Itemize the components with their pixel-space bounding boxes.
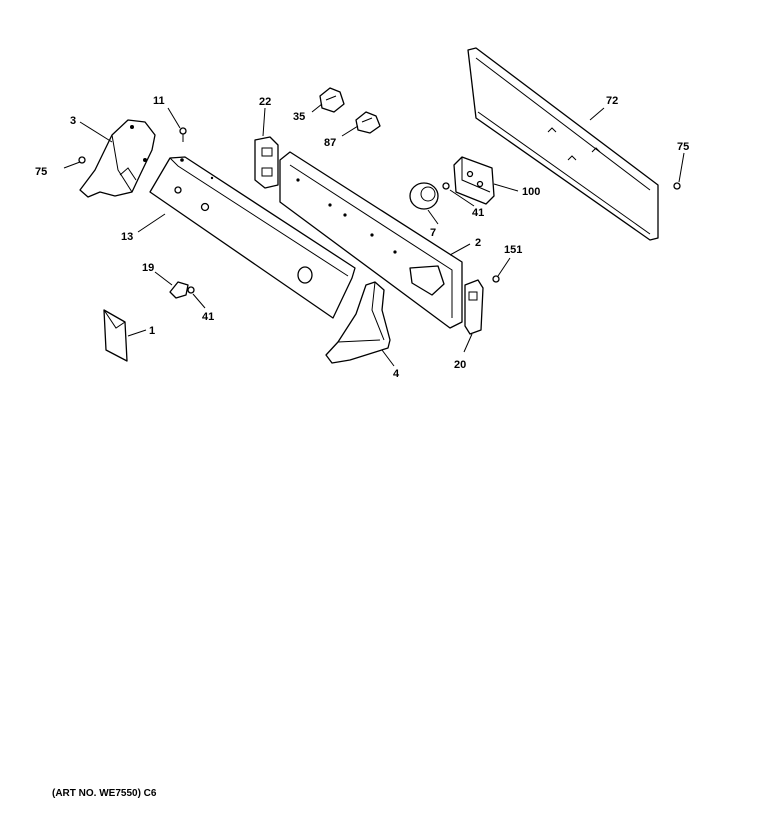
callout-75-left: 75 — [35, 166, 47, 178]
callout-22: 22 — [259, 96, 271, 108]
knob-7 — [409, 182, 439, 210]
callout-2: 2 — [475, 237, 481, 249]
leader-lines — [79, 103, 685, 367]
callout-75-right: 75 — [677, 141, 689, 153]
callout-4: 4 — [393, 368, 400, 380]
callout-35: 35 — [293, 111, 305, 123]
callout-11: 11 — [153, 95, 165, 107]
clip-35 — [319, 87, 345, 113]
screw-75-left — [63, 156, 86, 169]
control-panel-front — [149, 156, 356, 319]
callout-72: 72 — [606, 95, 618, 107]
screw-75-right — [673, 182, 681, 190]
knob-19 — [169, 281, 189, 299]
bracket-22 — [254, 136, 279, 189]
back-panel — [467, 47, 659, 241]
callout-3: 3 — [70, 115, 76, 127]
art-number-caption: (ART NO. WE7550) C6 — [52, 788, 157, 799]
screw-11 — [179, 127, 187, 142]
callout-41-upper: 41 — [472, 207, 484, 219]
mounting-panel — [279, 151, 463, 329]
end-cap-right — [325, 281, 391, 364]
callout-7: 7 — [430, 227, 436, 239]
bracket-20 — [464, 279, 484, 335]
literature-bag — [103, 309, 128, 362]
clip-87 — [355, 111, 381, 134]
end-cap-left — [79, 119, 156, 198]
clip-41-lower — [187, 286, 195, 294]
clip-41-upper — [442, 182, 450, 190]
callout-20: 20 — [454, 359, 466, 371]
callout-87: 87 — [324, 137, 336, 149]
screw-151 — [492, 275, 500, 283]
callout-19: 19 — [142, 262, 154, 274]
callout-1: 1 — [149, 325, 155, 337]
callout-13: 13 — [121, 231, 133, 243]
timer-100 — [453, 156, 495, 205]
callout-41-lower: 41 — [202, 311, 214, 323]
callout-100: 100 — [522, 186, 540, 198]
callout-151: 151 — [504, 244, 522, 256]
